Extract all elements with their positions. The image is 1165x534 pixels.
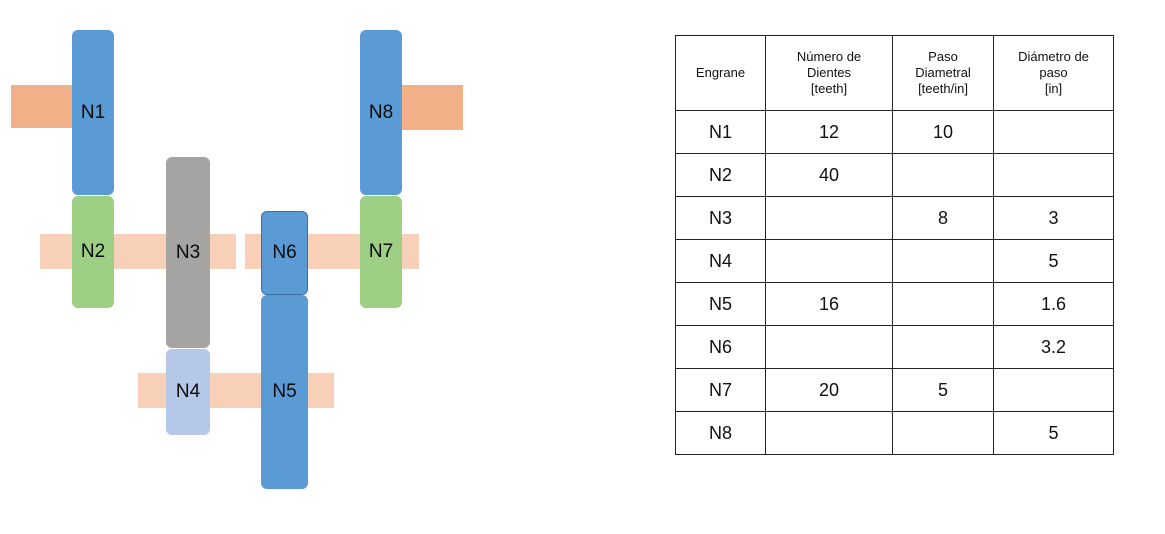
cell-gear: N5 <box>675 282 766 326</box>
gear-n3: N3 <box>166 157 210 348</box>
cell-pitch-diameter: 5 <box>993 411 1114 455</box>
gear-n8-label: N8 <box>368 101 394 123</box>
table-row: N8 5 <box>675 411 1114 455</box>
table-row: N2 40 <box>675 153 1114 197</box>
gear-n4-label: N4 <box>175 381 201 402</box>
cell-teeth <box>765 239 893 283</box>
header-diametro-paso: Diámetro de paso [in] <box>993 35 1114 111</box>
cell-gear: N6 <box>675 325 766 369</box>
cell-teeth <box>765 411 893 455</box>
cell-teeth: 40 <box>765 153 893 197</box>
cell-teeth <box>765 196 893 240</box>
table-row: N5 16 1.6 <box>675 282 1114 326</box>
gear-data-table: Engrane Número de Dientes [teeth] Paso D… <box>675 35 1114 455</box>
cell-pitch-diameter <box>993 110 1114 154</box>
table-row: N1 12 10 <box>675 110 1114 154</box>
gear-n7: N7 <box>360 196 402 308</box>
table-row: N6 3.2 <box>675 325 1114 369</box>
cell-gear: N2 <box>675 153 766 197</box>
gear-n7-label: N7 <box>368 241 394 262</box>
gear-n1-label: N1 <box>80 101 106 123</box>
gear-n5: N5 <box>261 295 308 489</box>
header-numero-dientes: Número de Dientes [teeth] <box>765 35 893 111</box>
table-row: N4 5 <box>675 239 1114 283</box>
cell-teeth: 20 <box>765 368 893 412</box>
cell-gear: N1 <box>675 110 766 154</box>
gear-n4: N4 <box>166 349 210 435</box>
cell-gear: N7 <box>675 368 766 412</box>
cell-teeth: 12 <box>765 110 893 154</box>
shaft-input <box>11 85 73 128</box>
cell-diametral-pitch <box>892 411 994 455</box>
cell-gear: N3 <box>675 196 766 240</box>
cell-diametral-pitch: 8 <box>892 196 994 240</box>
header-paso-diametral: Paso Diametral [teeth/in] <box>892 35 994 111</box>
cell-pitch-diameter: 3.2 <box>993 325 1114 369</box>
cell-diametral-pitch <box>892 239 994 283</box>
header-engrane: Engrane <box>675 35 766 111</box>
gear-n2-label: N2 <box>80 241 106 262</box>
cell-diametral-pitch: 10 <box>892 110 994 154</box>
table-row: N3 8 3 <box>675 196 1114 240</box>
cell-teeth <box>765 325 893 369</box>
gear-n6-label: N6 <box>272 242 297 263</box>
table-row: N7 20 5 <box>675 368 1114 412</box>
gear-n8: N8 <box>360 30 402 195</box>
cell-pitch-diameter: 3 <box>993 196 1114 240</box>
cell-diametral-pitch: 5 <box>892 368 994 412</box>
cell-pitch-diameter: 5 <box>993 239 1114 283</box>
cell-pitch-diameter <box>993 153 1114 197</box>
gear-train-diagram: N1 N2 N3 N4 N5 N6 N7 N8 <box>0 0 480 534</box>
cell-gear: N8 <box>675 411 766 455</box>
cell-diametral-pitch <box>892 282 994 326</box>
cell-pitch-diameter: 1.6 <box>993 282 1114 326</box>
gear-n5-label: N5 <box>272 381 297 402</box>
table-header-row: Engrane Número de Dientes [teeth] Paso D… <box>675 35 1114 111</box>
gear-n1: N1 <box>72 30 114 195</box>
gear-n2: N2 <box>72 196 114 308</box>
cell-diametral-pitch <box>892 325 994 369</box>
cell-pitch-diameter <box>993 368 1114 412</box>
cell-diametral-pitch <box>892 153 994 197</box>
cell-teeth: 16 <box>765 282 893 326</box>
gear-n3-label: N3 <box>175 241 201 263</box>
gear-n6: N6 <box>261 211 308 295</box>
shaft-output <box>400 85 463 130</box>
cell-gear: N4 <box>675 239 766 283</box>
